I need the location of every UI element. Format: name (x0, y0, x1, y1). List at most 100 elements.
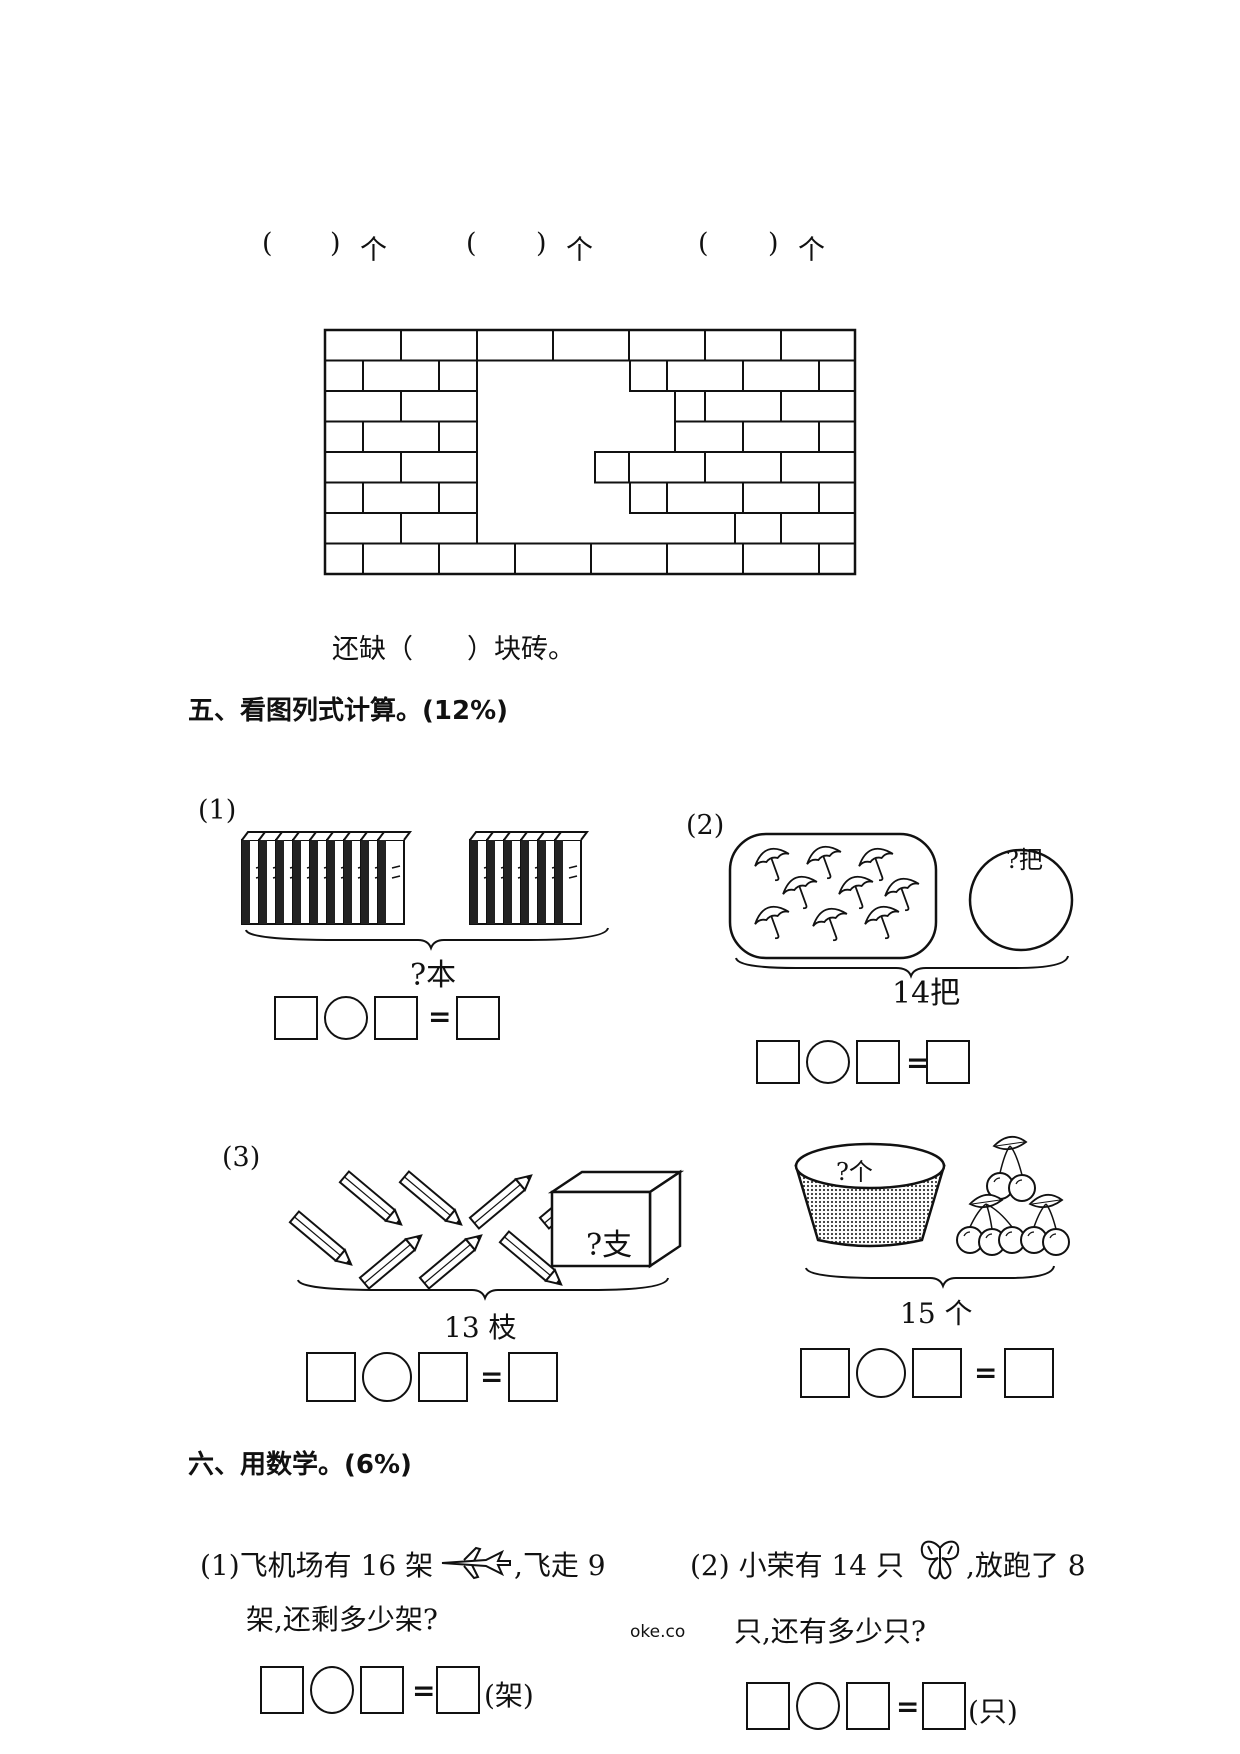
answer-box[interactable] (260, 1666, 304, 1714)
brick (438, 481, 478, 514)
paren-open: ( (466, 228, 477, 259)
answer-box[interactable] (856, 1040, 900, 1084)
answer-box[interactable] (374, 996, 418, 1040)
word-problem-1-text-c: 架,还剩多少架? (246, 1603, 438, 1636)
brick (628, 329, 706, 362)
equals-sign: = (428, 1000, 452, 1033)
cherry-cluster-icon (1020, 1194, 1070, 1256)
books-picture (241, 831, 609, 951)
brick (780, 329, 856, 362)
word-problem-2-text-a: (2) 小荣有 14 只 (690, 1549, 904, 1582)
brick (704, 390, 782, 423)
missing-bricks-question: 还缺（）块砖。 (332, 627, 575, 666)
umbrella-icons (754, 845, 920, 942)
umbrella-icon (754, 905, 790, 940)
brick (362, 359, 440, 392)
equals-sign: = (480, 1360, 504, 1393)
cherry-icons (956, 1136, 1070, 1256)
brick (590, 542, 668, 575)
brick (552, 329, 630, 362)
brick (742, 359, 820, 392)
butterfly-icon (920, 1540, 960, 1580)
problem-2-caption: 14把 (892, 976, 961, 1011)
answer-box[interactable] (360, 1666, 404, 1714)
pencil-icon (358, 1234, 423, 1290)
brace (805, 1265, 1055, 1289)
umbrellas-picture (728, 832, 1074, 979)
brick (324, 359, 364, 392)
answer-box[interactable] (306, 1352, 356, 1402)
section-6-title: 六、用数学。(6%) (188, 1450, 412, 1480)
count-unit: 个 (360, 235, 387, 266)
operator-circle[interactable] (310, 1666, 354, 1714)
operator-circle[interactable] (324, 996, 368, 1040)
answer-box[interactable] (926, 1040, 970, 1084)
brick (400, 329, 478, 362)
cherries-picture (794, 1136, 1070, 1289)
umbrella-icon (858, 847, 894, 882)
brick (324, 329, 402, 362)
brick (362, 481, 440, 514)
pencils-picture (288, 1169, 685, 1301)
section-5-title: 五、看图列式计算。(12%) (188, 696, 508, 726)
answer-box[interactable] (746, 1682, 790, 1730)
brick (400, 512, 478, 545)
problem-2-basket-label: ?把 (1006, 846, 1043, 874)
answer-box[interactable] (456, 996, 500, 1040)
brick (780, 390, 856, 423)
brick (628, 451, 706, 484)
brick (666, 481, 744, 514)
umbrella-icon (782, 875, 818, 910)
brace (735, 955, 1069, 979)
problem-1-caption: ?本 (410, 958, 457, 993)
problem-3-label: (3) (222, 1142, 261, 1173)
missing-bricks-prefix: 还缺（ (332, 634, 413, 665)
brick (818, 420, 856, 453)
brick (818, 359, 856, 392)
book-icon (554, 831, 589, 925)
equals-sign: = (896, 1690, 920, 1723)
brick (324, 542, 364, 575)
count-unit: 个 (566, 235, 593, 266)
brick (666, 359, 744, 392)
unknown-umbrella-circle (968, 848, 1074, 952)
brick (734, 512, 782, 545)
brick (438, 542, 516, 575)
answer-box[interactable] (912, 1348, 962, 1398)
answer-box[interactable] (922, 1682, 966, 1730)
answer-box[interactable] (756, 1040, 800, 1084)
book-stack-right (469, 831, 589, 925)
paren-open: ( (262, 228, 273, 259)
brick (674, 390, 706, 423)
brick (742, 481, 820, 514)
answer-box[interactable] (508, 1352, 558, 1402)
brick (362, 542, 440, 575)
brick (742, 542, 820, 575)
operator-circle[interactable] (796, 1682, 840, 1730)
problem-3-box-label: ?支 (586, 1228, 633, 1263)
answer-box[interactable] (436, 1666, 480, 1714)
brick (704, 451, 782, 484)
word-problem-1-text-b: ,飞走 9 (514, 1549, 606, 1582)
umbrella-icon (884, 877, 920, 912)
brick (438, 359, 478, 392)
umbrella-icon (812, 907, 848, 942)
answer-box[interactable] (274, 996, 318, 1040)
answer-box[interactable] (846, 1682, 890, 1730)
equals-sign: = (906, 1046, 930, 1079)
operator-circle[interactable] (806, 1040, 850, 1084)
operator-circle[interactable] (856, 1348, 906, 1398)
brick (400, 451, 478, 484)
brick (780, 451, 856, 484)
problem-4-caption: 15 个 (900, 1297, 973, 1330)
answer-box[interactable] (800, 1348, 850, 1398)
pencil-icon (498, 1230, 563, 1286)
answer-box[interactable] (418, 1352, 468, 1402)
brick (514, 542, 592, 575)
book-stack-left (241, 831, 412, 925)
operator-circle[interactable] (362, 1352, 412, 1402)
problem-2-label: (2) (686, 810, 725, 841)
umbrella-icon (754, 847, 790, 882)
paren-open: ( (698, 228, 709, 259)
answer-box[interactable] (1004, 1348, 1054, 1398)
